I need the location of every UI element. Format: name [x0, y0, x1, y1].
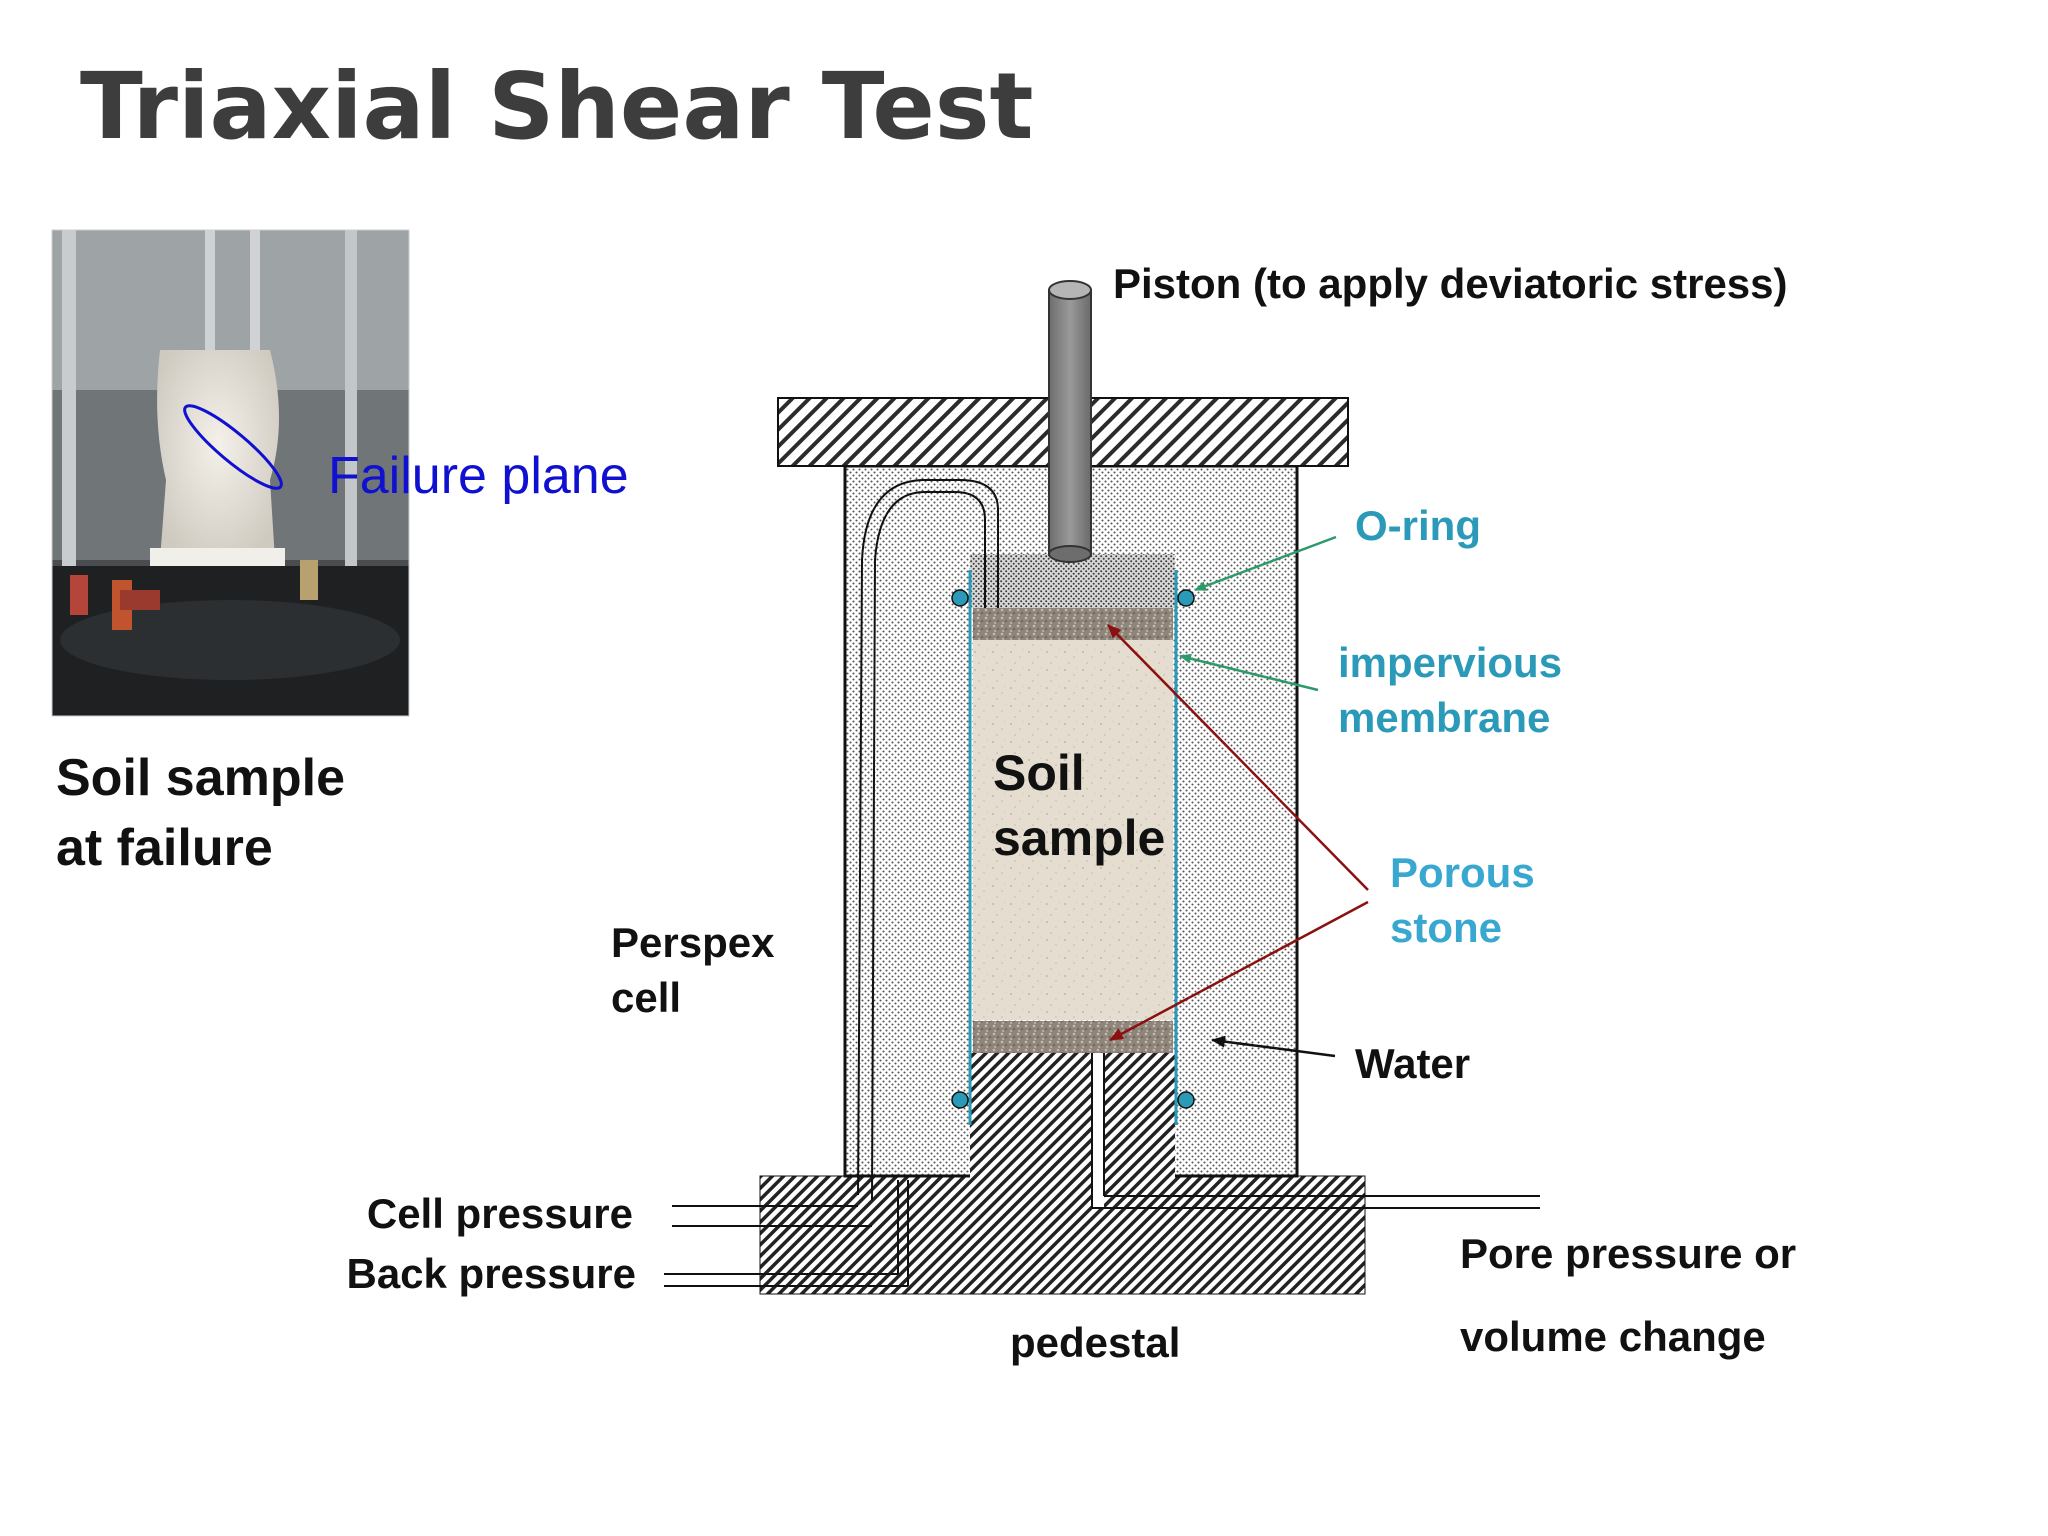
membrane-label-line1: impervious	[1338, 639, 1562, 686]
cell-base	[759, 1175, 1366, 1295]
failure-plane-ellipse	[183, 404, 283, 490]
cell-pressure-label: Cell pressure	[367, 1190, 633, 1237]
o-ring-bottom-right	[1177, 1091, 1195, 1109]
back-pressure-label: Back pressure	[346, 1250, 636, 1297]
membrane-arrow	[1179, 653, 1319, 692]
pedestal-block	[970, 1053, 1175, 1183]
porous-arrow-top	[1107, 624, 1369, 891]
perspex-label-line2: cell	[611, 974, 681, 1021]
soil-label-line1: Soil	[993, 745, 1085, 801]
o-ring-top-right	[1177, 589, 1195, 607]
water-label: Water	[1355, 1040, 1470, 1087]
porous-label-line2: stone	[1390, 904, 1502, 951]
pore-label-line1: Pore pressure or	[1460, 1230, 1796, 1277]
piston-label: Piston (to apply deviatoric stress)	[1113, 260, 1788, 307]
drainage-tube	[871, 491, 986, 1201]
perspex-label-line1: Perspex	[611, 919, 775, 966]
water-arrow	[1211, 1035, 1336, 1058]
membrane-label-line2: membrane	[1338, 694, 1550, 741]
photo-caption-line1: Soil sample	[56, 749, 345, 807]
triaxial-cell-diagram	[664, 280, 1540, 1295]
slide-title: Triaxial Shear Test	[80, 53, 1033, 160]
porous-stone-bottom	[973, 1021, 1173, 1053]
o-ring-arrow	[1194, 535, 1337, 592]
piston	[1048, 280, 1092, 563]
soil-label-line2: sample	[993, 810, 1165, 866]
o-ring-bottom-left	[951, 1091, 969, 1109]
o-ring-top-left	[951, 589, 969, 607]
loading-cap	[970, 554, 1175, 608]
photo-caption-line2: at failure	[56, 819, 273, 877]
soil-sample	[973, 640, 1173, 1020]
porous-arrow-bottom	[1109, 900, 1369, 1042]
failure-plane-label: Failure plane	[328, 447, 629, 505]
pore-label-line2: volume change	[1460, 1313, 1766, 1360]
porous-stone-top	[973, 608, 1173, 640]
o-ring-label: O-ring	[1355, 502, 1481, 549]
pedestal-label: pedestal	[1010, 1319, 1180, 1366]
porous-label-line1: Porous	[1390, 849, 1535, 896]
failure-photo	[51, 229, 410, 717]
